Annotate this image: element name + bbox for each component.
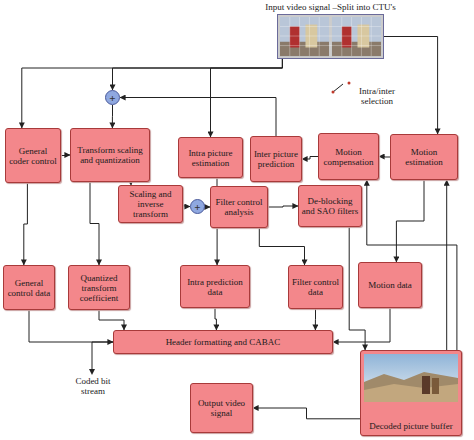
bitstream-arrowhead (89, 369, 95, 375)
annotation-label: Coded bit stream (70, 376, 116, 396)
node-label: Inter picture prediction (253, 149, 299, 169)
flow-arrow (112, 105, 113, 128)
operator-symbol: + (109, 93, 115, 103)
process-box: Transform scaling and quantization (70, 128, 150, 182)
frame-heading: Input video signal –Split into CTU's (265, 2, 395, 12)
node-label: General coder control (8, 146, 58, 166)
process-box: Scaling and inverse transform (118, 185, 183, 223)
flow-arrow (90, 182, 99, 265)
node-label: Scaling and inverse transform (121, 189, 180, 219)
node-label: Decoded picture buffer (369, 421, 452, 431)
input-frames-illustration (278, 15, 383, 58)
annotation-label: Intra/inter selection (348, 86, 406, 106)
flow-arrow (384, 37, 438, 135)
flow-arrow (333, 308, 390, 342)
process-box: Intra picture estimation (178, 137, 243, 178)
node-label: Output video signal (193, 398, 250, 418)
flow-arrow (215, 308, 216, 330)
flow-arrow (22, 59, 283, 128)
selection-switch (333, 84, 343, 92)
node-label: Header formatting and CABAC (166, 337, 281, 347)
decoded-picture-illustration (364, 354, 458, 402)
node-label: Intra picture estimation (181, 148, 240, 168)
node-label: Motion estimation (393, 147, 455, 167)
process-box: De-blocking and SAO filters (298, 185, 362, 227)
operator-symbol: + (194, 202, 200, 212)
input-frame: Input video signal –Split into CTU's (277, 14, 384, 59)
node-label: Intra prediction data (183, 277, 247, 297)
flow-arrow (99, 310, 124, 330)
flow-arrow (268, 206, 298, 207)
node-label: Transform scaling and quantization (73, 145, 147, 165)
node-label: Motion data (368, 280, 412, 290)
flow-arrow (253, 408, 360, 419)
flow-arrow (259, 228, 304, 265)
switch-dot (332, 91, 335, 94)
flow-arrow (396, 180, 424, 262)
picture-buffer: Decoded picture buffer (360, 350, 462, 436)
summation-circle: + (105, 90, 120, 105)
process-box: General coder control (5, 128, 61, 183)
flow-arrow (183, 205, 190, 207)
process-box: General control data (3, 265, 55, 310)
process-box: Filter control analysis (210, 186, 268, 228)
flow-arrow (24, 183, 28, 265)
flow-arrow (446, 180, 447, 350)
flow-arrow (61, 155, 70, 157)
flow-arrow (315, 309, 316, 330)
node-label: Filter control data (291, 277, 340, 297)
flow-arrow (113, 59, 283, 90)
process-box: Filter control data (288, 265, 343, 309)
process-box: Motion compensation (318, 133, 379, 180)
flow-arrow (29, 310, 113, 342)
process-box: Motion estimation (390, 134, 458, 180)
process-box: Inter picture prediction (250, 136, 302, 182)
process-box: Intra prediction data (180, 265, 250, 308)
flow-arrow (302, 157, 318, 160)
node-label: Quantized transform coefficient (71, 273, 127, 303)
process-box: Motion data (358, 262, 422, 308)
node-label: General control data (6, 278, 52, 298)
process-box: Header formatting and CABAC (113, 330, 333, 354)
process-box: Quantized transform coefficient (68, 265, 130, 310)
node-label: Motion compensation (321, 147, 376, 167)
summation-circle: + (190, 199, 205, 214)
process-box: Output video signal (190, 383, 253, 433)
flow-arrow (379, 156, 390, 158)
switch-dot (348, 82, 351, 85)
node-label: De-blocking and SAO filters (301, 196, 359, 216)
bitstream-line (92, 342, 113, 372)
node-label: Filter control analysis (213, 197, 265, 217)
